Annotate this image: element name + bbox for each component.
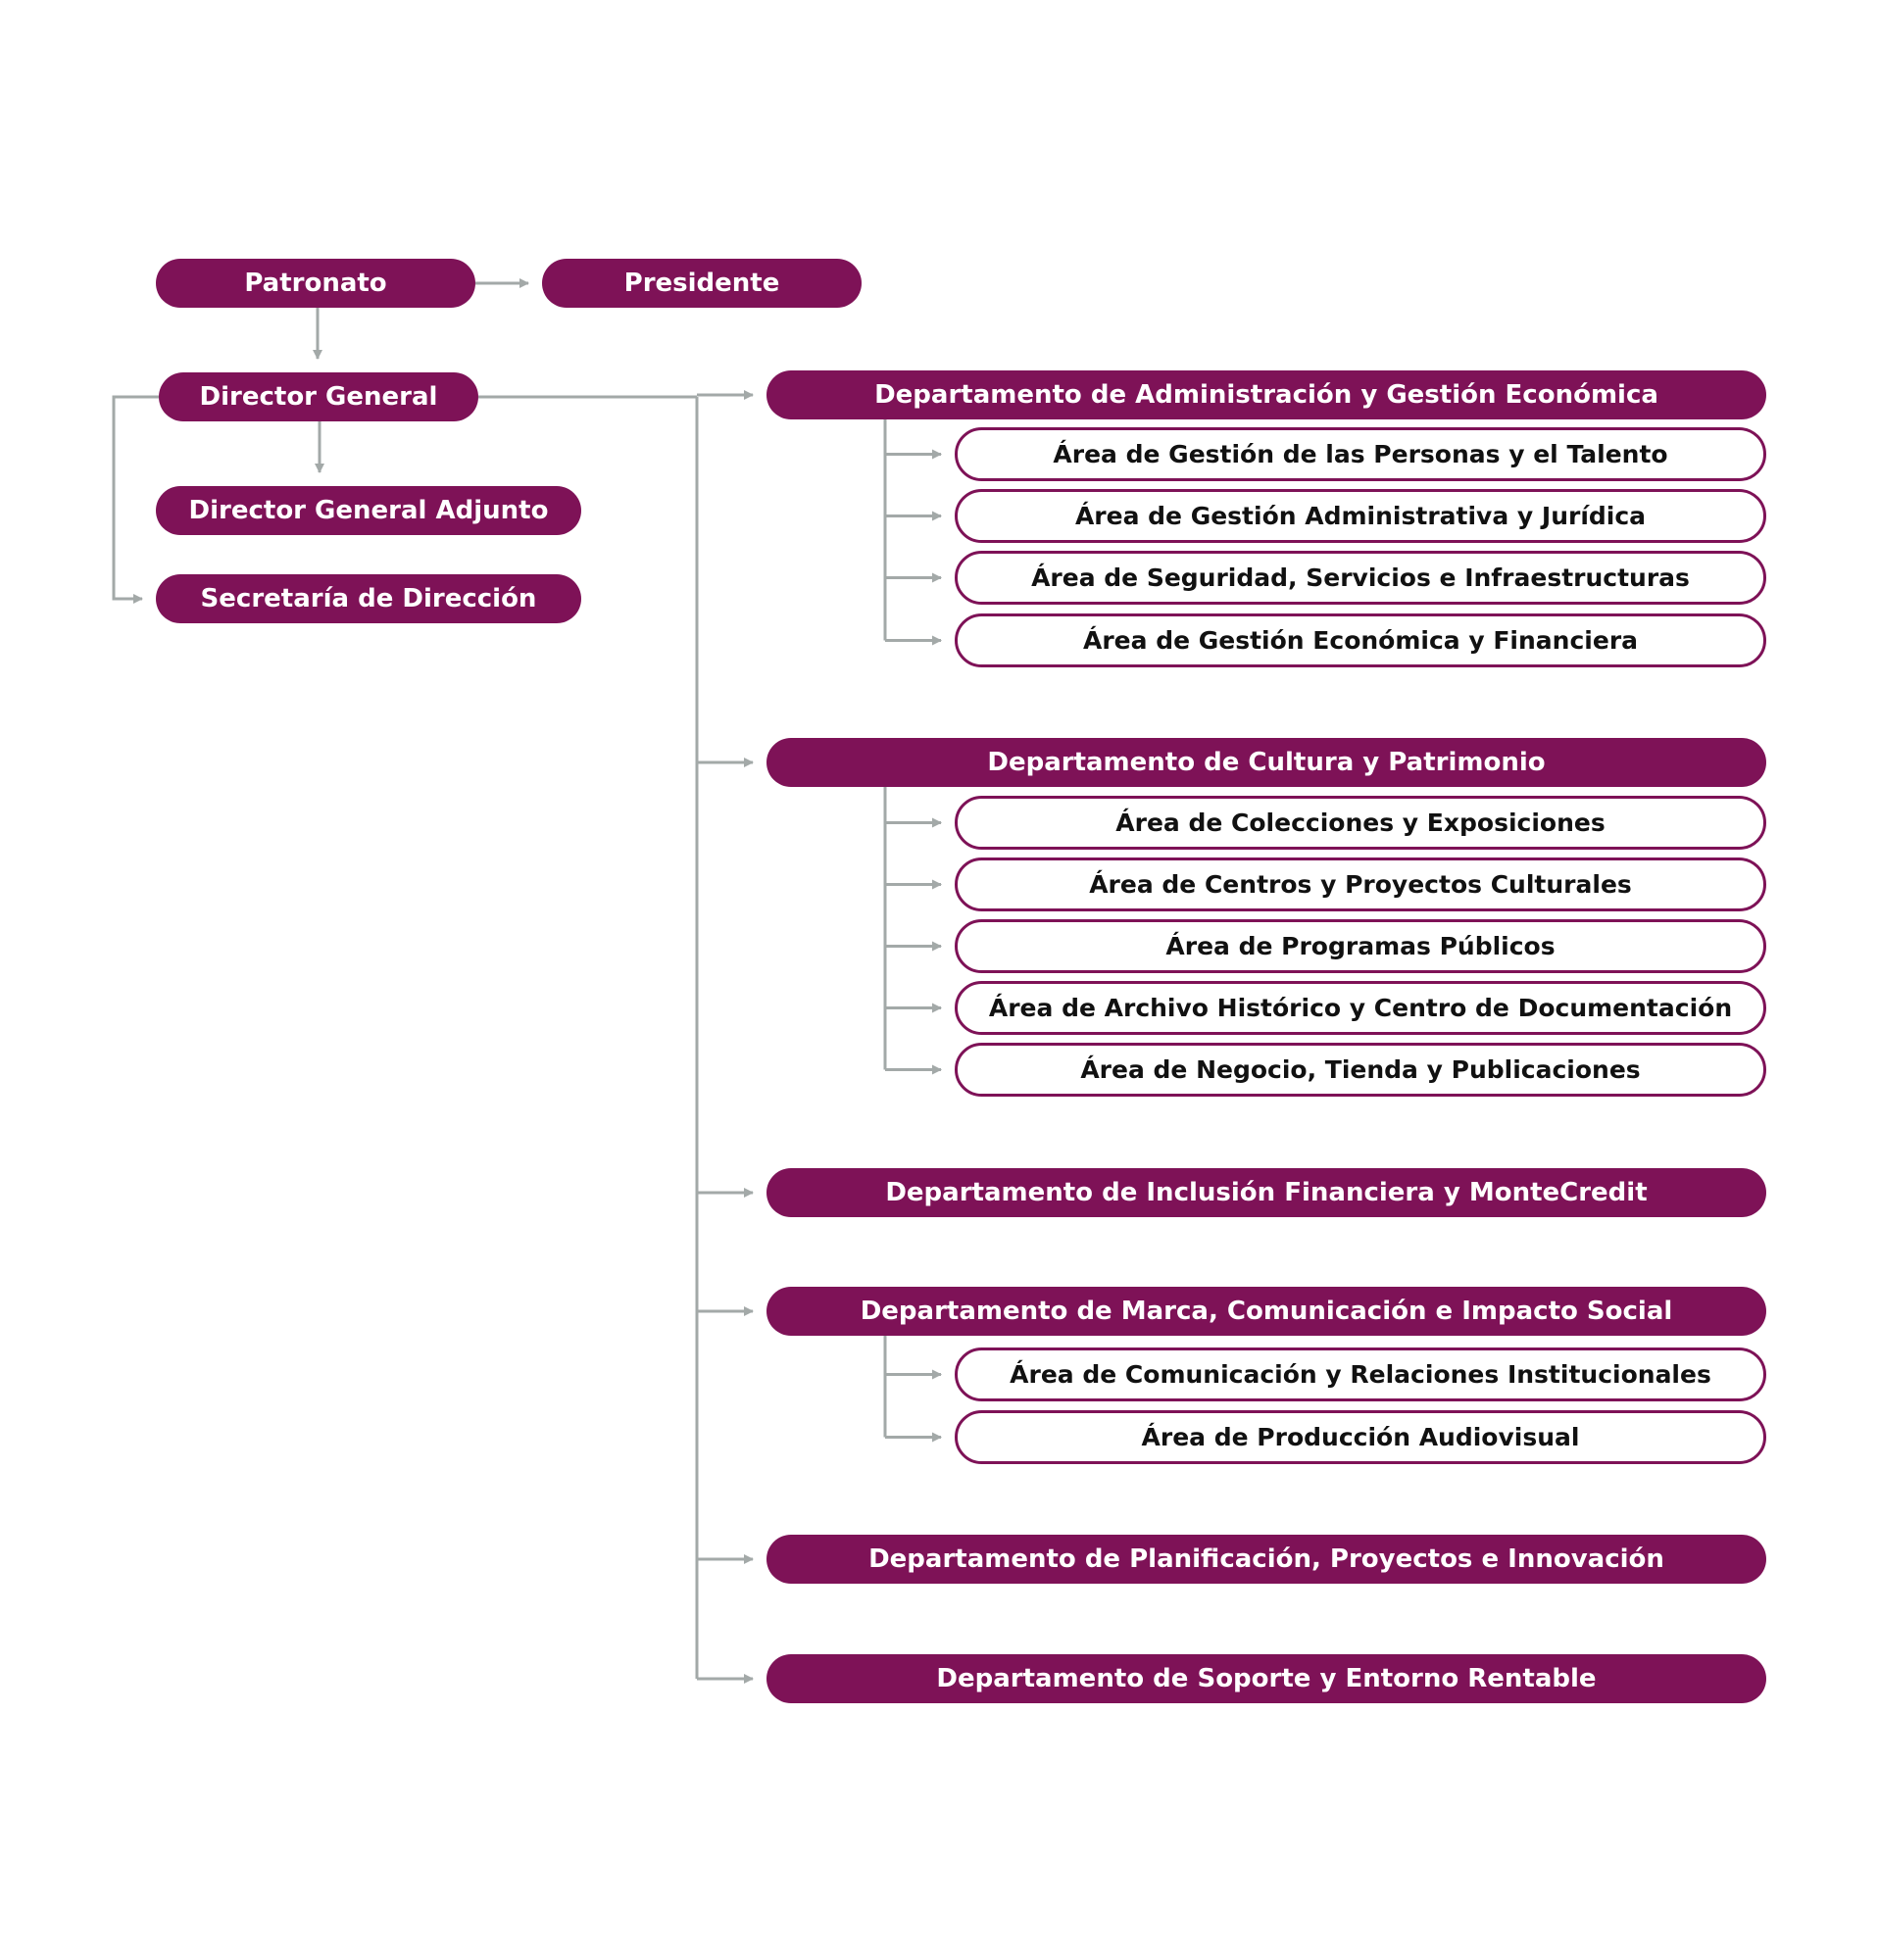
dept-departamento-de-soporte-y-entorno-rentable: Departamento de Soporte y Entorno Rentab… xyxy=(766,1654,1766,1703)
area-area-de-gestion-de-las-personas-y-el-talento: Área de Gestión de las Personas y el Tal… xyxy=(955,427,1766,481)
presidente-box: Presidente xyxy=(542,259,862,308)
area-area-de-comunicacion-y-relaciones-institucionales: Área de Comunicación y Relaciones Instit… xyxy=(955,1348,1766,1401)
area-area-de-programas-publicos: Área de Programas Públicos xyxy=(955,919,1766,973)
area-area-de-colecciones-y-exposiciones: Área de Colecciones y Exposiciones xyxy=(955,796,1766,850)
secretaria-direccion-box: Secretaría de Dirección xyxy=(156,574,581,623)
dept-departamento-de-inclusion-financiera-y-montecredit: Departamento de Inclusión Financiera y M… xyxy=(766,1168,1766,1217)
area-area-de-produccion-audiovisual: Área de Producción Audiovisual xyxy=(955,1410,1766,1464)
area-area-de-negocio-tienda-y-publicaciones: Área de Negocio, Tienda y Publicaciones xyxy=(955,1043,1766,1097)
dept-departamento-de-cultura-y-patrimonio: Departamento de Cultura y Patrimonio xyxy=(766,738,1766,787)
area-area-de-centros-y-proyectos-culturales: Área de Centros y Proyectos Culturales xyxy=(955,858,1766,911)
area-area-de-seguridad-servicios-e-infraestructuras: Área de Seguridad, Servicios e Infraestr… xyxy=(955,551,1766,605)
dept-departamento-de-administracion-y-gestion-economica: Departamento de Administración y Gestión… xyxy=(766,370,1766,419)
dept-departamento-de-marca-comunicacion-e-impacto-social: Departamento de Marca, Comunicación e Im… xyxy=(766,1287,1766,1336)
director-general-box: Director General xyxy=(159,372,478,421)
area-area-de-archivo-historico-y-centro-de-documentacion: Área de Archivo Histórico y Centro de Do… xyxy=(955,981,1766,1035)
director-secretaria-connector xyxy=(112,395,159,604)
area-area-de-gestion-economica-y-financiera: Área de Gestión Económica y Financiera xyxy=(955,613,1766,667)
patronato-box: Patronato xyxy=(156,259,475,308)
director-general-adjunto-box: Director General Adjunto xyxy=(156,486,581,535)
area-area-de-gestion-administrativa-y-juridica: Área de Gestión Administrativa y Jurídic… xyxy=(955,489,1766,543)
dept-departamento-de-planificacion-proyectos-e-innovacion: Departamento de Planificación, Proyectos… xyxy=(766,1535,1766,1584)
